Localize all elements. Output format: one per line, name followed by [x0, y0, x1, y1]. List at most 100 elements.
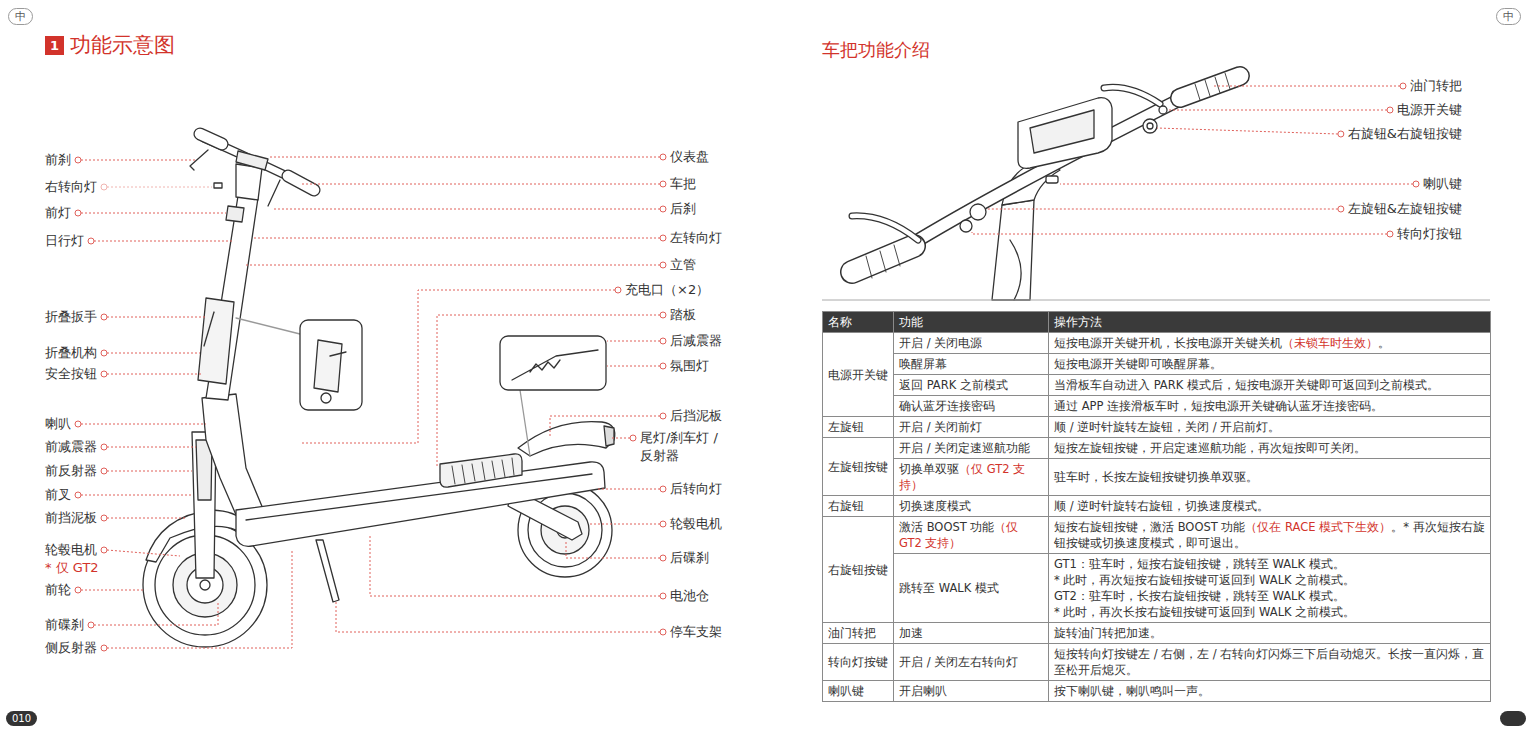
- handlebar-outline: [905, 97, 1185, 248]
- inset-detail: [321, 393, 331, 403]
- table-text: 左旋钮按键: [828, 460, 888, 474]
- kickstand: [316, 540, 339, 602]
- leader-dot: [660, 206, 666, 212]
- leader-line: [107, 317, 205, 318]
- table-text: 旋转油门转把加速。: [1054, 626, 1162, 640]
- table-grid: 名称功能操作方法电源开关键开启 / 关闭电源短按电源开关键开机，长按电源开关键关…: [822, 311, 1491, 702]
- table-cell: 按下喇叭键，喇叭鸣叫一声。: [1049, 681, 1491, 702]
- leader-line: [370, 536, 660, 596]
- stem-cable: [1010, 240, 1021, 300]
- leader-line: [246, 265, 660, 266]
- callout-label: 日行灯: [45, 232, 84, 250]
- table-text: 右旋钮: [828, 499, 864, 513]
- table-text: 短按转向灯按键左 / 右侧，左 / 右转向灯闪烁三下后自动熄灭。长按一直闪烁，直…: [1054, 647, 1484, 677]
- table-text: 右旋钮按键: [828, 563, 888, 577]
- scooter-drawing: [143, 134, 615, 647]
- table-text: 顺 / 逆时针旋转右旋钮，切换速度模式。: [1054, 499, 1269, 513]
- callout-label: 后挡泥板: [670, 407, 722, 425]
- table-text: 唤醒屏幕: [899, 357, 947, 371]
- table-text: 开启喇叭: [899, 684, 947, 698]
- foot-pad-ribs: [452, 458, 514, 484]
- leader-dot: [1413, 181, 1419, 187]
- leader-dot: [75, 587, 81, 593]
- table-text: （未锁车时生效）: [1282, 336, 1378, 350]
- leader-dot: [75, 210, 81, 216]
- table-cell: 短按电源开关键即可唤醒屏幕。: [1049, 354, 1491, 375]
- callout-label: 尾灯/刹车灯 /反射器: [640, 429, 726, 465]
- turn-light: [214, 183, 222, 188]
- leader-line: [437, 315, 660, 466]
- callout-label: 前碟刹: [45, 616, 84, 634]
- table-text: 转向灯按键: [828, 655, 888, 669]
- deck-edge: [246, 474, 592, 520]
- callout-label: * 仅 GT2: [45, 559, 99, 577]
- inset-box: [500, 336, 606, 390]
- power-button: [1159, 106, 1167, 114]
- table-text: 短按右旋钮按键，激活 BOOST 功能: [1054, 520, 1245, 534]
- leader-dot: [660, 629, 666, 635]
- leader-line: [107, 518, 186, 519]
- callout-label: 折叠机构: [45, 344, 97, 362]
- table-row: 油门转把加速旋转油门转把加速。: [823, 623, 1491, 644]
- table-cell: 旋转油门转把加速。: [1049, 623, 1491, 644]
- leader-dot: [615, 287, 621, 293]
- callout-label: 车把: [670, 175, 696, 193]
- leader-dot: [101, 645, 107, 651]
- table-cell: 短按转向灯按键左 / 右侧，左 / 右转向灯闪烁三下后自动熄灭。长按一直闪烁，直…: [1049, 644, 1491, 681]
- table-text: 左旋钮: [828, 420, 864, 434]
- table-cell: GT1：驻车时，短按右旋钮按键，跳转至 WALK 模式。* 此时，再次短按右旋钮…: [1049, 554, 1491, 623]
- tail-light: [604, 426, 614, 446]
- table-text: 确认蓝牙连接密码: [899, 399, 995, 413]
- section-number: 1: [45, 36, 64, 55]
- callout-label: 电源开关键: [1397, 101, 1462, 119]
- table-cell: 切换单双驱（仅 GT2 支持）: [894, 459, 1049, 496]
- leader-dot: [101, 371, 107, 377]
- leader-line: [81, 495, 192, 496]
- table-cell: 功能: [894, 312, 1049, 333]
- table-cell: 右旋钮: [823, 496, 894, 517]
- leader-dot: [660, 593, 666, 599]
- leader-line: [107, 447, 196, 448]
- leader-dot: [660, 235, 666, 241]
- callout-label: 电池仓: [670, 587, 709, 605]
- table-text: 开启 / 关闭定速巡航功能: [899, 441, 1030, 455]
- table-cell: 当滑板车自动进入 PARK 模式后，短按电源开关键即可返回到之前模式。: [1049, 375, 1491, 396]
- table-text: GT1：驻车时，短按右旋钮按键，跳转至 WALK 模式。: [1054, 556, 1485, 572]
- table-cell: 通过 APP 连接滑板车时，短按电源开关键确认蓝牙连接密码。: [1049, 396, 1491, 417]
- leader-line: [612, 438, 630, 439]
- grip-fill: [200, 134, 314, 190]
- inset-link: [520, 390, 530, 456]
- table-text: 切换速度模式: [899, 499, 971, 513]
- leader-line: [81, 424, 206, 425]
- leader-line: [268, 157, 660, 158]
- rear-fender: [518, 422, 615, 456]
- leader-dot: [101, 444, 107, 450]
- leader-line: [607, 366, 660, 367]
- leader-dot: [101, 350, 107, 356]
- folding-clamp: [198, 298, 234, 384]
- callout-label: 右旋钮&右旋钮按键: [1348, 125, 1462, 143]
- table-cell: 激活 BOOST 功能（仅 GT2 支持）: [894, 517, 1049, 554]
- leader-dot: [75, 492, 81, 498]
- callout-label: 右转向灯: [45, 178, 97, 196]
- table-row: 喇叭键开启喇叭按下喇叭键，喇叭鸣叫一声。: [823, 681, 1491, 702]
- table-cell: 加速: [894, 623, 1049, 644]
- leader-line: [1157, 128, 1338, 134]
- grip-outline: [200, 134, 314, 190]
- leader-line: [94, 241, 232, 242]
- leader-dot: [101, 515, 107, 521]
- table-row: 唤醒屏幕 短按电源开关键即可唤醒屏幕。: [823, 354, 1491, 375]
- page-number: 010: [6, 711, 37, 726]
- callout-label: 前减震器: [45, 438, 97, 456]
- leader-dot: [1338, 206, 1344, 212]
- leader-line: [107, 353, 200, 354]
- table-cell: 顺 / 逆时针旋转右旋钮，切换速度模式。: [1049, 496, 1491, 517]
- table-cell: 开启喇叭: [894, 681, 1049, 702]
- callout-label: 前轮: [45, 581, 71, 599]
- leader-dot: [101, 468, 107, 474]
- callout-label: 停车支架: [670, 623, 722, 641]
- table-text: 短按电源开关键开机，长按电源开关键关机: [1054, 336, 1282, 350]
- leader-line: [336, 602, 660, 632]
- leader-dot: [660, 521, 666, 527]
